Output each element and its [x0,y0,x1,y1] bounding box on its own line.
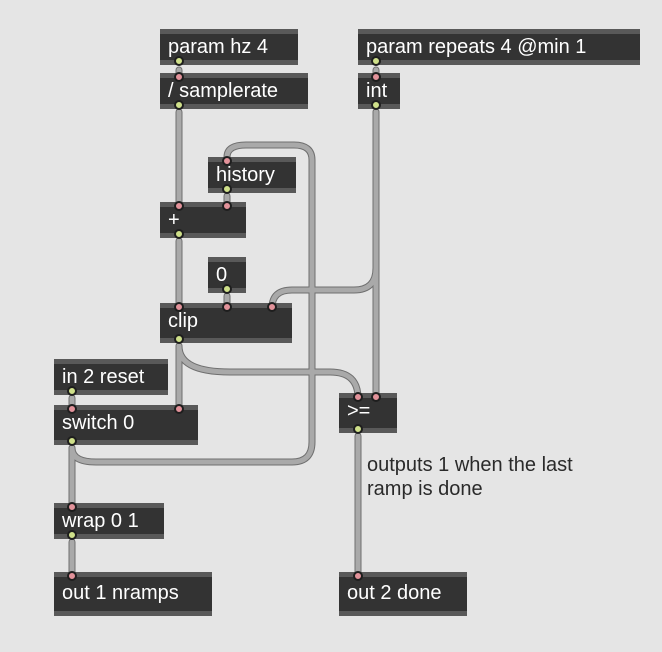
plus-label: + [168,209,180,231]
switch-outlet[interactable] [67,436,77,446]
gte-left-inlet[interactable] [353,392,363,402]
clip-left-inlet[interactable] [174,302,184,312]
samplerate-outlet[interactable] [174,100,184,110]
in2-reset-object[interactable]: in 2 reset [54,359,168,396]
in2-reset-label: in 2 reset [62,366,145,388]
history-object[interactable]: history [208,156,296,194]
out2-object[interactable]: out 2 done [339,571,467,616]
clip-label: clip [168,310,199,332]
param-repeats-label: param repeats 4 @min 1 [366,36,587,58]
history-inlet[interactable] [222,156,232,166]
gte-label: >= [347,400,371,422]
param-repeats-object[interactable]: param repeats 4 @min 1 [358,29,640,66]
plus-right-inlet[interactable] [222,201,232,211]
cord-switch-to-history[interactable] [69,142,315,465]
plus-outlet[interactable] [174,229,184,239]
int-inlet[interactable] [371,72,381,82]
cord-group [69,67,379,580]
samplerate-inlet[interactable] [174,72,184,82]
plus-left-inlet[interactable] [174,201,184,211]
gte-outlet[interactable] [353,424,363,434]
clip-right-inlet[interactable] [267,302,277,312]
out1-label: out 1 nramps [62,582,179,604]
wrap-label: wrap 0 1 [62,510,139,532]
int-object[interactable]: int [358,72,400,110]
param-hz-object[interactable]: param hz 4 [160,29,298,66]
int-outlet[interactable] [371,100,381,110]
samplerate-label: / samplerate [168,80,279,102]
out2-inlet[interactable] [353,571,363,581]
switch-left-inlet[interactable] [67,404,77,414]
cord-clip-to-gte[interactable] [176,343,361,401]
switch-right-inlet[interactable] [174,404,184,414]
plus-object[interactable]: + [160,201,246,239]
out2-label: out 2 done [347,582,442,604]
zero-label: 0 [216,264,228,286]
clip-middle-inlet[interactable] [222,302,232,312]
param-hz-label: param hz 4 [168,36,269,58]
param-hz-outlet[interactable] [174,56,184,66]
in2-reset-outlet[interactable] [67,386,77,396]
clip-object[interactable]: clip [160,302,292,344]
zero-object[interactable]: 0 [208,257,246,294]
int-label: int [366,80,388,102]
clip-outlet[interactable] [174,334,184,344]
zero-outlet[interactable] [222,284,232,294]
cord-int-to-clip[interactable] [269,109,379,311]
wrap-inlet[interactable] [67,502,77,512]
done-comment: outputs 1 when the last ramp is done [367,454,573,500]
gte-right-inlet[interactable] [371,392,381,402]
history-label: history [216,164,275,186]
gte-object[interactable]: >= [339,392,397,434]
param-repeats-outlet[interactable] [371,56,381,66]
history-outlet[interactable] [222,184,232,194]
switch-object[interactable]: switch 0 [54,404,198,446]
out1-inlet[interactable] [67,571,77,581]
wrap-object[interactable]: wrap 0 1 [54,502,164,540]
wrap-outlet[interactable] [67,530,77,540]
switch-label: switch 0 [62,412,135,434]
samplerate-object[interactable]: / samplerate [160,72,308,110]
out1-object[interactable]: out 1 nramps [54,571,212,616]
